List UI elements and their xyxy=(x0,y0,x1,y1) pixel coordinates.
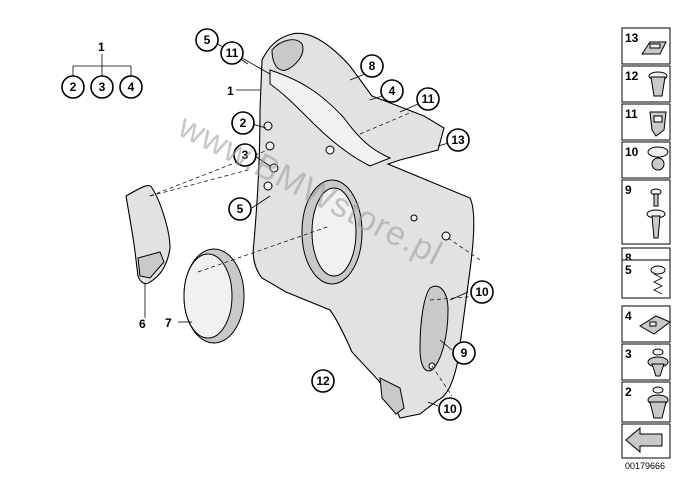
legend-item-2: 2 xyxy=(621,381,671,423)
label-part-6: 6 xyxy=(139,317,146,331)
callout-10-upper: 10 xyxy=(470,280,494,304)
spreading-clip-icon xyxy=(647,386,669,419)
svg-text:11: 11 xyxy=(226,46,239,60)
callout-11-right: 11 xyxy=(416,87,440,111)
svg-text:8: 8 xyxy=(369,59,376,73)
callout-5-top: 5 xyxy=(195,28,219,52)
expanding-nut-icon xyxy=(648,71,668,97)
part-7-pad xyxy=(178,248,245,344)
main-trim-panel xyxy=(252,32,475,419)
tree-child-2: 2 xyxy=(61,75,85,99)
main-callouts: 5 11 8 4 11 2 3 13 5 10 9 12 10 xyxy=(195,28,494,421)
svg-text:4: 4 xyxy=(128,80,135,94)
legend-item-5: 5 xyxy=(621,259,671,299)
callout-2: 2 xyxy=(231,111,255,135)
svg-text:5: 5 xyxy=(625,263,632,277)
callout-9: 9 xyxy=(452,341,476,365)
svg-text:2: 2 xyxy=(625,385,632,399)
part-6-cover xyxy=(125,185,171,318)
svg-text:4: 4 xyxy=(389,84,396,98)
legend-column: 13 12 11 10 9 8 xyxy=(621,27,671,471)
legend-item-4: 4 xyxy=(621,305,671,343)
svg-text:13: 13 xyxy=(451,133,465,147)
svg-text:8: 8 xyxy=(625,251,632,265)
legend-item-arrow xyxy=(621,423,671,459)
legend-item-3: 3 xyxy=(621,343,671,381)
svg-text:9: 9 xyxy=(461,346,468,360)
svg-text:12: 12 xyxy=(316,374,330,388)
tree-parent-label: 1 xyxy=(98,40,105,54)
callout-12: 12 xyxy=(311,369,335,393)
tree-child-3: 3 xyxy=(90,75,114,99)
callout-11-top: 11 xyxy=(220,41,244,65)
svg-text:9: 9 xyxy=(625,183,632,197)
svg-text:11: 11 xyxy=(422,92,435,106)
direction-arrow-icon xyxy=(625,426,663,454)
svg-text:10: 10 xyxy=(475,285,489,299)
screw-icon xyxy=(650,265,666,295)
callout-4: 4 xyxy=(380,79,404,103)
legend-item-10: 10 xyxy=(621,141,671,179)
svg-text:2: 2 xyxy=(240,116,247,130)
svg-text:5: 5 xyxy=(237,202,244,216)
legend-item-12: 12 xyxy=(621,65,671,103)
expanding-rivet-icon xyxy=(647,348,669,377)
clip-strip-icon xyxy=(641,41,667,55)
legend-item-9: 9 xyxy=(621,179,671,245)
callout-10-lower: 10 xyxy=(438,397,462,421)
callout-5-mid: 5 xyxy=(228,197,252,221)
plate-clip-icon xyxy=(639,315,671,335)
tree-child-4: 4 xyxy=(119,75,143,99)
svg-text:5: 5 xyxy=(204,33,211,47)
clip-nut-icon xyxy=(649,111,667,137)
svg-text:4: 4 xyxy=(625,309,632,323)
callout-3: 3 xyxy=(233,143,257,167)
push-rivet-icon xyxy=(646,188,666,239)
label-part-7: 7 xyxy=(165,316,172,330)
svg-text:10: 10 xyxy=(443,402,457,416)
svg-text:12: 12 xyxy=(625,69,639,83)
svg-text:13: 13 xyxy=(625,31,639,45)
legend-item-11: 11 xyxy=(621,103,671,141)
svg-text:10: 10 xyxy=(625,145,639,159)
diagram-id: 00179666 xyxy=(625,461,665,471)
legend-item-13: 13 xyxy=(621,27,671,65)
svg-text:3: 3 xyxy=(242,148,249,162)
callout-13: 13 xyxy=(446,128,470,152)
svg-text:2: 2 xyxy=(70,80,77,94)
svg-text:3: 3 xyxy=(625,347,632,361)
svg-text:11: 11 xyxy=(625,107,638,121)
label-part-1: 1 xyxy=(227,84,234,98)
spreader-rivet-icon xyxy=(647,146,669,171)
assembly-tree: 1 2 3 4 xyxy=(61,40,143,99)
svg-text:3: 3 xyxy=(99,80,106,94)
callout-8: 8 xyxy=(360,54,384,78)
